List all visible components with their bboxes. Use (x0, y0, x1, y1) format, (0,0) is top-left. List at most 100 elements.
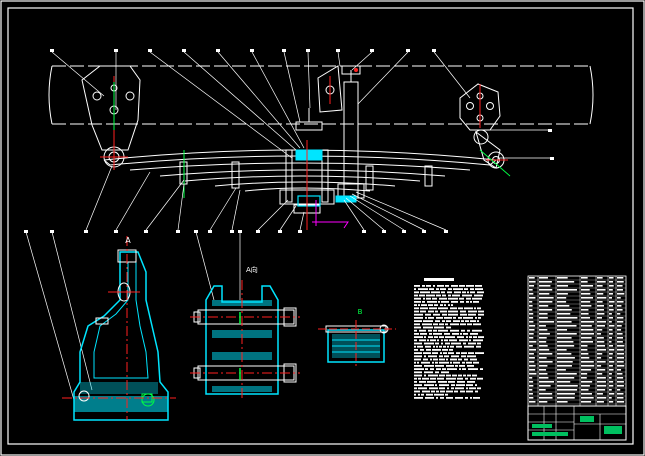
parts-table-cell-text (557, 369, 566, 371)
notes-text-line (460, 323, 466, 326)
notes-text-line (446, 365, 454, 367)
notes-text-line (447, 368, 457, 370)
notes-text-line (442, 320, 445, 322)
parts-table-cell-text (617, 361, 624, 363)
parts-table-cell-text (581, 301, 591, 303)
parts-table-cell-text (617, 345, 625, 347)
parts-table-cell-text (597, 357, 602, 359)
notes-text-line (414, 371, 422, 374)
notes-text-line (423, 352, 431, 354)
parts-table-cell-text (617, 293, 625, 295)
notes-text-line (454, 291, 461, 294)
notes-text-line (414, 342, 422, 345)
parts-table-cell-text (529, 341, 537, 343)
notes-text-line (429, 307, 437, 310)
main-assembly-view (48, 65, 594, 214)
notes-text-line (417, 361, 419, 364)
parts-table-cell-text (609, 309, 614, 311)
parts-table-cell-text (539, 277, 548, 279)
parts-table-cell-text (617, 385, 624, 387)
notes-text-line (445, 393, 448, 396)
bottom-balloons (84, 230, 448, 233)
parts-table-cell-text (617, 365, 625, 367)
notes-text-line (426, 393, 433, 396)
notes-text-line (467, 381, 475, 383)
notes-text-line (439, 384, 449, 386)
notes-text-line (414, 301, 421, 303)
notes-text-line (424, 365, 434, 367)
notes-text-line (472, 374, 477, 377)
notes-text-line (419, 381, 426, 383)
notes-text-line (470, 288, 474, 290)
top-balloons (50, 49, 554, 160)
notes-text-line (456, 352, 460, 354)
notes-text-line (426, 349, 431, 351)
notes-text-line (414, 288, 416, 290)
notes-text-line (414, 397, 423, 399)
notes-text-line (469, 336, 472, 338)
notes-text-line (414, 336, 423, 338)
notes-text-line (432, 349, 441, 351)
parts-table-cell-text (529, 281, 536, 283)
notes-text-line (423, 320, 433, 322)
notes-text-line (414, 307, 419, 310)
parts-table-cell-text (597, 321, 607, 323)
notes-text-line (464, 358, 468, 361)
parts-table-cell-text (539, 385, 551, 387)
shackle-detail-label: A向 (246, 265, 258, 274)
parts-table-cell-text (539, 321, 555, 323)
parts-table-cell-text (609, 337, 613, 339)
notes-text-line (414, 381, 417, 383)
notes-text-line (470, 358, 477, 361)
notes-text-line (453, 317, 456, 319)
notes-text-line (460, 313, 467, 316)
parts-table-cell-text (557, 317, 578, 319)
parts-table-cell-text (557, 377, 575, 379)
parts-table-cell-text (557, 361, 573, 363)
notes-text-line (434, 326, 444, 329)
notes-text-line (414, 345, 416, 348)
parts-table-cell-text (539, 325, 546, 327)
notes-text-line (475, 352, 484, 354)
notes-text-line (428, 329, 432, 332)
notes-text-line (431, 291, 440, 294)
notes-text-line (418, 387, 427, 390)
parts-table-cell-text (581, 333, 595, 335)
notes-text-line (444, 317, 452, 319)
notes-text-line (447, 291, 452, 294)
parts-table-cell-text (597, 277, 603, 279)
notes-text-line (478, 317, 481, 319)
parts-table-cell-text (609, 349, 615, 351)
notes-text-line (458, 358, 462, 361)
notes-text-line (446, 397, 453, 399)
parts-table-cell-text (557, 353, 572, 355)
parts-table-cell-text (617, 297, 621, 299)
notes-text-line (439, 345, 442, 348)
notes-text-line (453, 320, 460, 322)
notes-text-line (436, 368, 441, 370)
notes-text-line (433, 313, 440, 316)
parts-table-cell-text (609, 393, 615, 395)
parts-table-cell-text (529, 401, 536, 403)
notes-text-line (420, 349, 424, 351)
notes-text-line (430, 339, 436, 342)
notes-text-line (430, 377, 436, 380)
parts-table-cell-text (529, 325, 536, 327)
parts-table-cell-text (557, 357, 575, 359)
notes-text-line (440, 397, 444, 399)
parts-table-cell-text (557, 325, 577, 327)
notes-text-line (422, 301, 425, 303)
notes-text-line (475, 317, 477, 319)
notes-text-line (448, 297, 458, 300)
notes-text-line (439, 323, 444, 326)
notes-text-line (422, 323, 432, 326)
notes-text-line (439, 374, 445, 377)
notes-text-line (450, 345, 454, 348)
parts-table-cell-text (539, 297, 554, 299)
notes-text-line (449, 339, 457, 342)
parts-table-cell-text (557, 285, 569, 287)
parts-table-cell-text (539, 401, 548, 403)
notes-text-line (420, 310, 426, 313)
parts-table-cell-text (581, 361, 594, 363)
notes-text-line (445, 285, 449, 287)
